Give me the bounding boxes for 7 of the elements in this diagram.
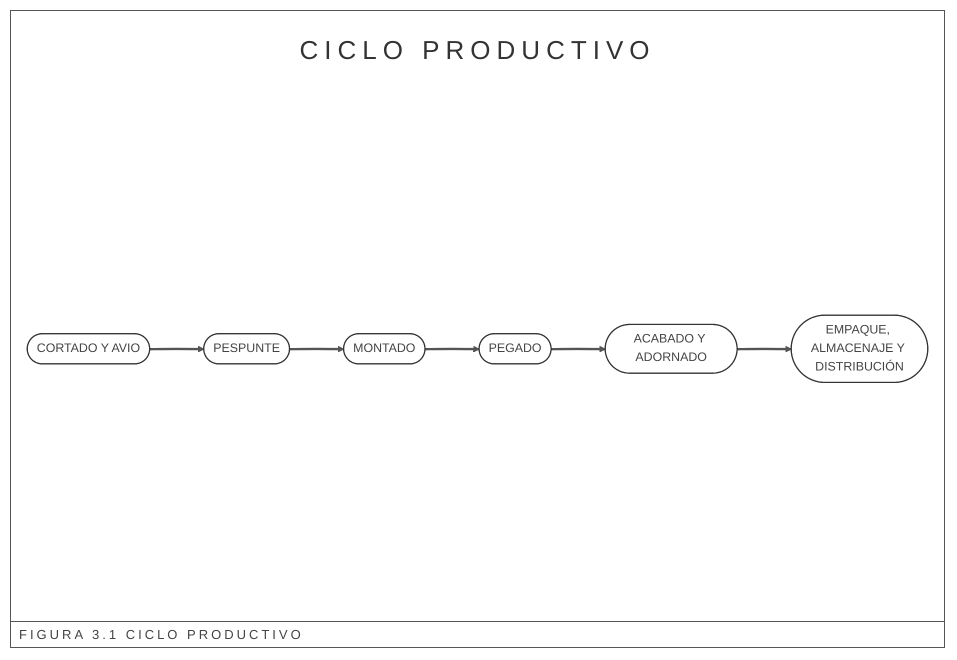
arrow xyxy=(425,345,480,352)
arrow xyxy=(737,345,792,352)
figure-caption: FIGURA 3.1 CICLO PRODUCTIVO xyxy=(11,621,944,647)
diagram-title: CICLO PRODUCTIVO xyxy=(298,35,657,66)
arrow xyxy=(551,345,606,352)
arrow xyxy=(290,345,344,352)
arrow xyxy=(150,345,204,352)
